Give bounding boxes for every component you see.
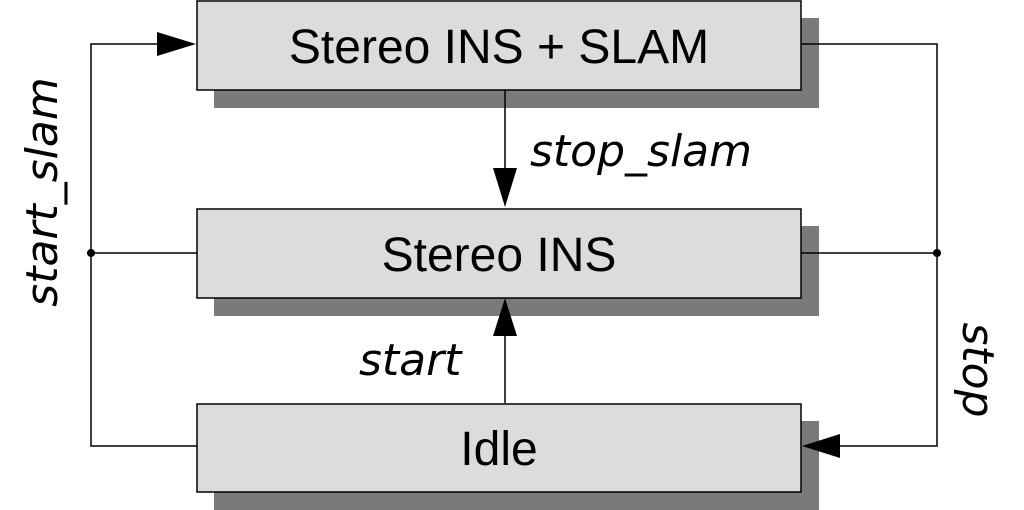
state-top-label: Stereo INS + SLAM bbox=[289, 21, 709, 74]
state-bottom-label: Idle bbox=[460, 423, 537, 476]
state-middle-label: Stereo INS bbox=[382, 229, 617, 282]
connectors bbox=[90, 43, 938, 447]
transition-stop-label: stop bbox=[952, 322, 1003, 417]
transition-start-label: start bbox=[359, 335, 463, 386]
start-slam-line bbox=[90, 43, 197, 447]
left-junction-dot bbox=[87, 249, 95, 257]
stop-line bbox=[801, 43, 938, 447]
right-junction-dot bbox=[933, 249, 941, 257]
arrow-into-middle-from-idle bbox=[493, 298, 517, 336]
arrow-into-top bbox=[157, 32, 196, 56]
transition-start-slam-label: start_slam bbox=[17, 77, 68, 306]
transition-stop-slam-label: stop_slam bbox=[530, 126, 752, 177]
state-top-box bbox=[196, 0, 802, 91]
arrow-into-idle bbox=[802, 434, 840, 458]
state-middle-box bbox=[196, 208, 802, 299]
state-bottom-box bbox=[196, 403, 802, 493]
arrow-into-middle-from-top bbox=[493, 168, 517, 207]
